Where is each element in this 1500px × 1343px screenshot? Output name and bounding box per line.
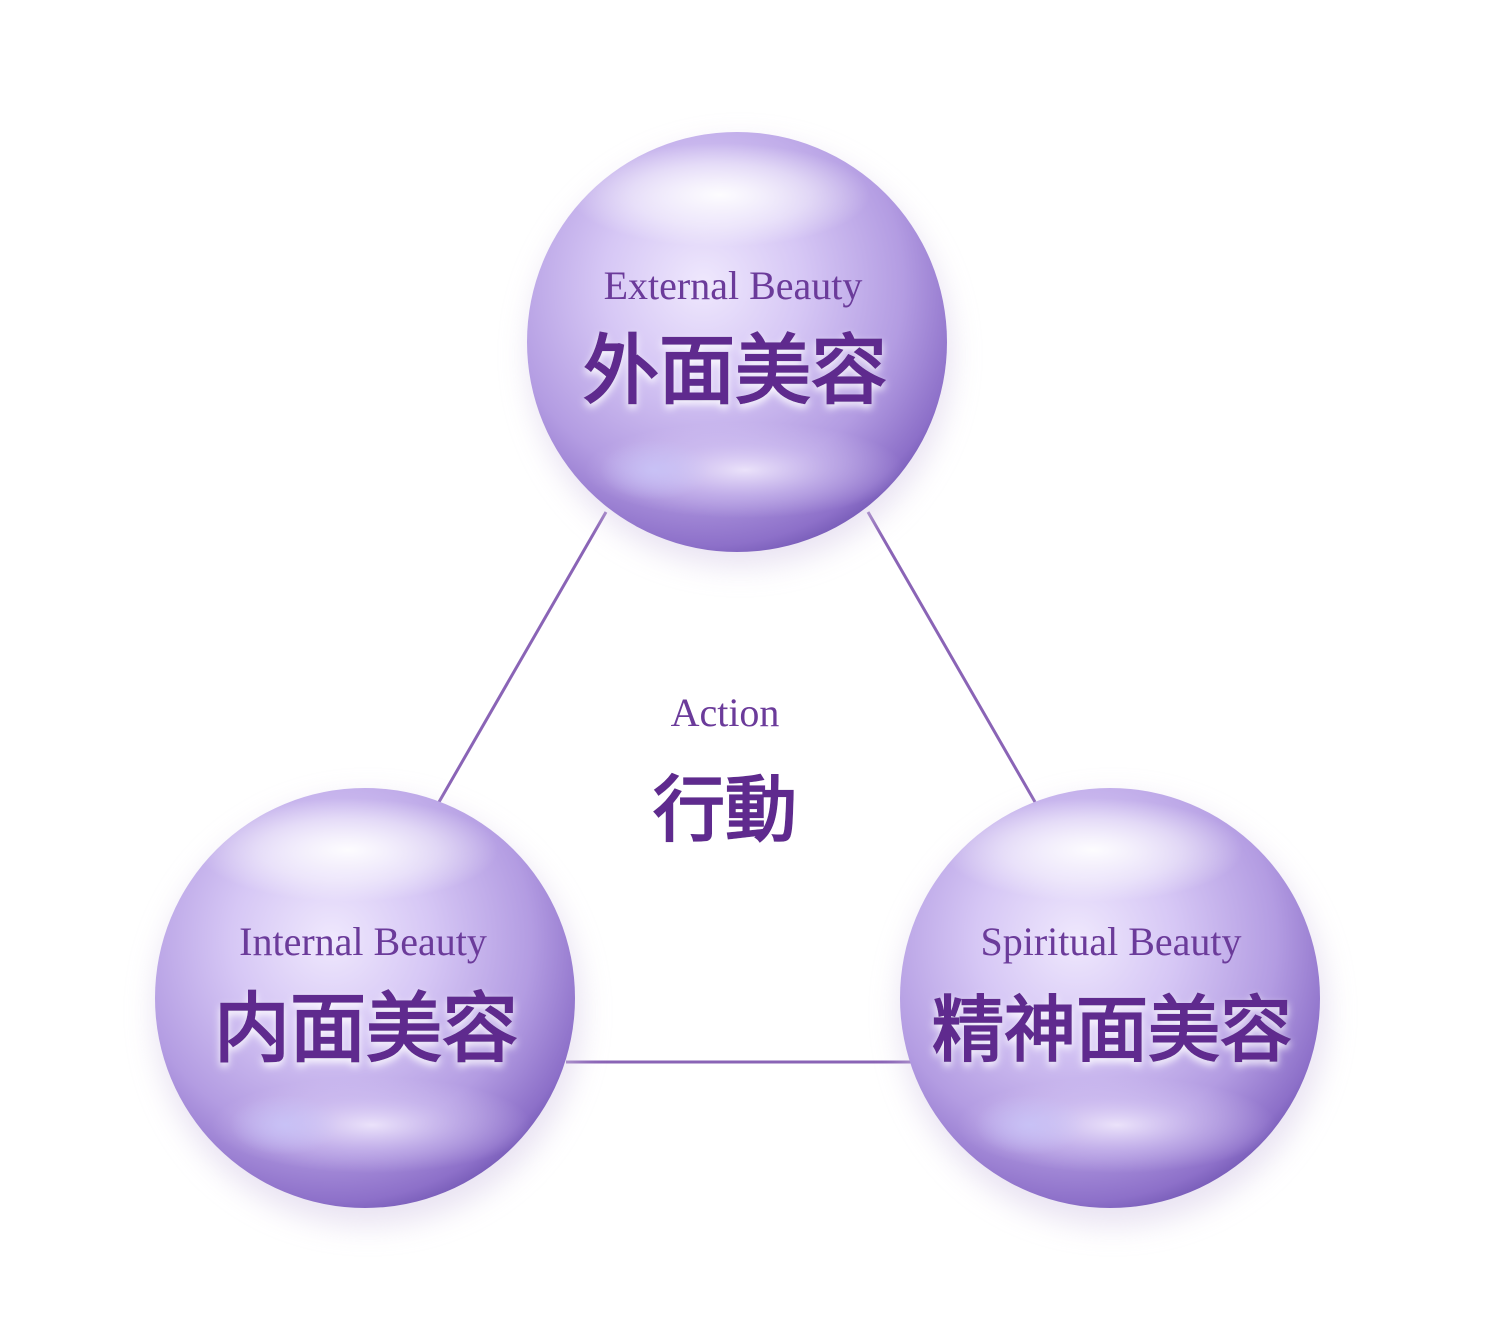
bubble-blue-tint — [230, 1095, 340, 1155]
bubble-blue-tint — [975, 1095, 1085, 1155]
center-label-jp: 行動 — [653, 767, 797, 852]
external-label-en: External Beauty — [604, 263, 863, 308]
spiritual-label-en: Spiritual Beauty — [980, 919, 1241, 964]
connector-lines — [437, 511, 1037, 1064]
center-label-en: Action — [671, 690, 780, 735]
bubble-blue-tint — [600, 440, 710, 500]
node-spiritual-beauty: Spiritual Beauty 精神面美容 — [899, 788, 1327, 1226]
node-internal-beauty: Internal Beauty 内面美容 — [154, 788, 582, 1226]
bubble-highlight — [198, 798, 498, 902]
internal-label-jp: 内面美容 — [214, 984, 518, 1073]
internal-label-en: Internal Beauty — [239, 919, 487, 964]
external-label-jp: 外面美容 — [583, 326, 887, 415]
edge-external-spiritual — [866, 511, 1037, 803]
center-action: Action 行動 — [653, 690, 797, 852]
edge-external-internal — [437, 511, 608, 803]
spiritual-label-jp: 精神面美容 — [932, 987, 1292, 1072]
node-external-beauty: External Beauty 外面美容 — [527, 132, 952, 567]
bubble-highlight — [570, 143, 870, 247]
bubble-highlight — [943, 798, 1243, 902]
